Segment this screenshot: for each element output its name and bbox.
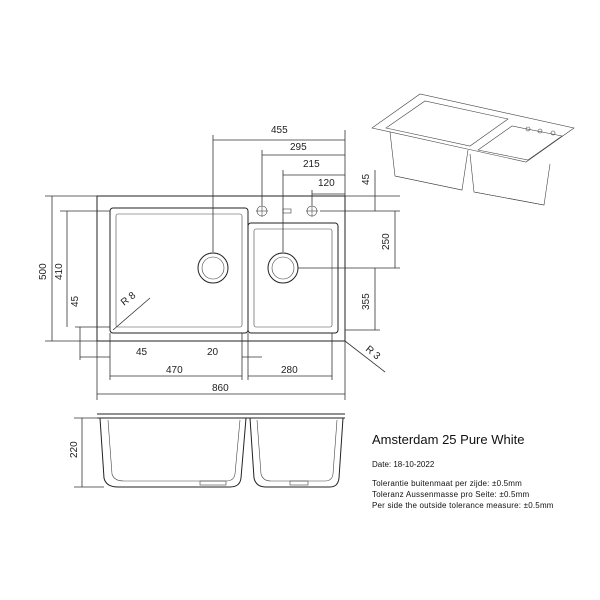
dim-410: 410 <box>54 263 65 280</box>
radius-3-leader <box>344 340 386 373</box>
dim-215: 215 <box>303 159 320 170</box>
sink-top-view <box>96 195 346 342</box>
tolerance-english: Per side the outside tolerance measure: … <box>372 501 554 510</box>
dim-280: 280 <box>281 365 298 376</box>
radius-3-label: R 3 <box>363 344 382 363</box>
drawing-date: Date: 18-10-2022 <box>372 460 435 469</box>
dim-250: 250 <box>381 233 392 250</box>
left-dimension-lines <box>45 195 110 360</box>
dim-20: 20 <box>207 347 219 358</box>
dim-45-left: 45 <box>70 295 81 307</box>
sink-side-view <box>74 413 345 488</box>
dim-860: 860 <box>212 383 229 394</box>
dim-500: 500 <box>38 263 49 280</box>
dim-45-bottom: 45 <box>136 347 148 358</box>
radius-8-label: R 8 <box>119 290 138 309</box>
top-dimension-lines <box>212 130 346 252</box>
radius-8-leader <box>112 297 151 331</box>
sink-3d-preview <box>371 93 575 206</box>
dim-45-top: 45 <box>361 173 372 185</box>
bottom-dimension-lines <box>80 333 346 400</box>
right-dimension-lines <box>298 170 400 331</box>
tolerance-german: Toleranz Aussenmasse pro Seite: ±0.5mm <box>372 490 530 499</box>
dim-120: 120 <box>318 178 335 189</box>
dim-220: 220 <box>69 441 80 458</box>
product-title: Amsterdam 25 Pure White <box>372 432 525 447</box>
dim-295: 295 <box>290 142 307 153</box>
dim-355: 355 <box>361 293 372 310</box>
tolerance-dutch: Tolerantie buitenmaat per zijde: ±0.5mm <box>372 479 523 488</box>
dim-455: 455 <box>271 125 288 136</box>
dim-470: 470 <box>166 365 183 376</box>
